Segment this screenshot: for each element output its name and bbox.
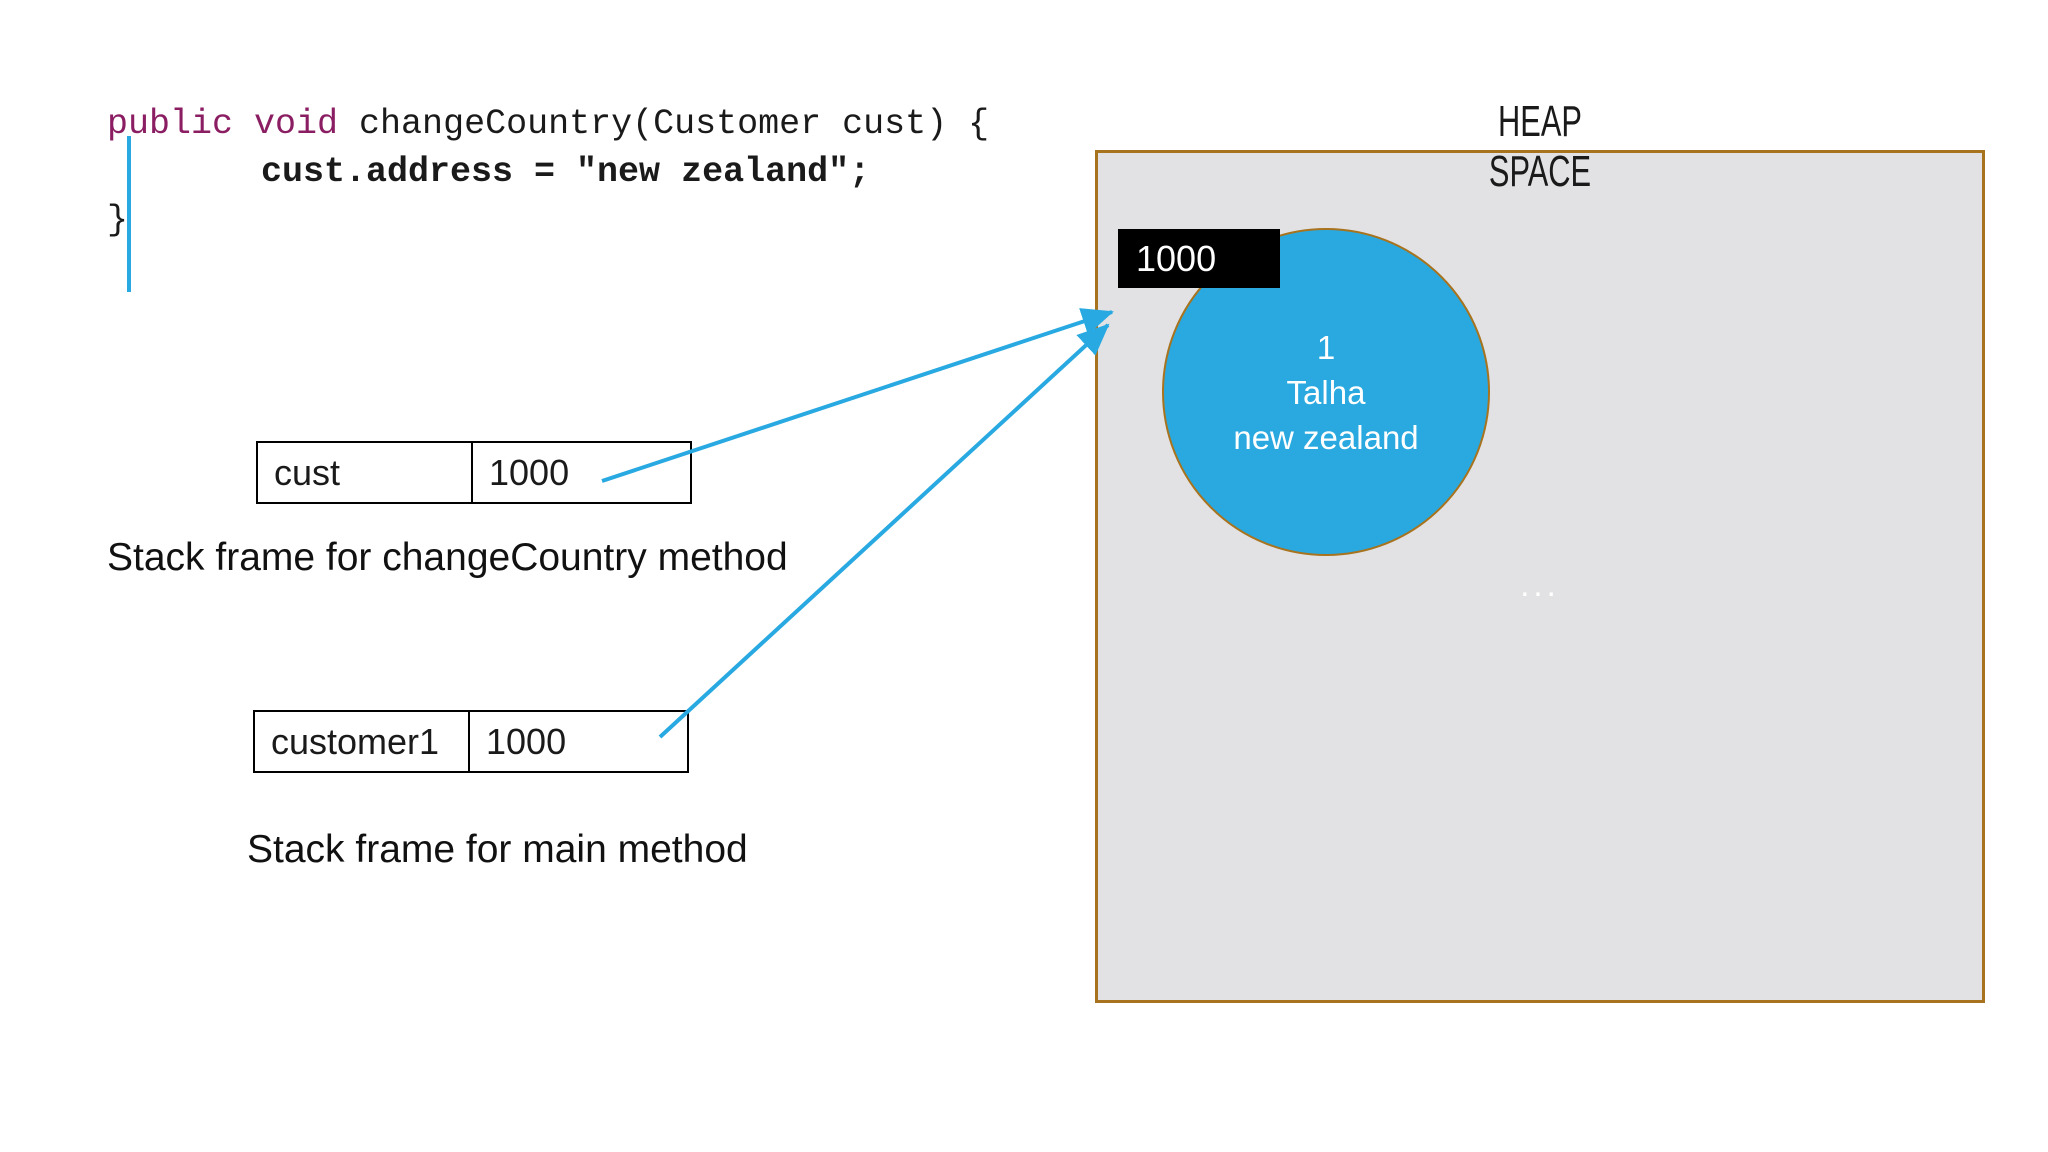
object-address: new zealand xyxy=(1233,418,1419,456)
code-line-body: cust.address = "new zealand"; xyxy=(261,152,871,192)
code-line-signature: public void changeCountry(Customer cust)… xyxy=(107,100,989,148)
stack-frame-changecountry-caption: Stack frame for changeCountry method xyxy=(107,536,788,579)
code-signature: changeCountry(Customer cust) { xyxy=(338,104,990,144)
stack-frame-changecountry: cust 1000 xyxy=(256,441,692,504)
code-line-closing-brace: } xyxy=(107,200,129,240)
heap-address-tag: 1000 xyxy=(1118,229,1280,288)
variable-name-cell: customer1 xyxy=(255,712,470,771)
arrow-customer1-to-heap xyxy=(658,323,1110,739)
heap-title-line2: SPACE xyxy=(1488,147,1592,196)
code-keyword: public void xyxy=(107,104,339,144)
object-id: 1 xyxy=(1316,328,1336,366)
code-indent-guide-line xyxy=(127,136,131,292)
stack-frame-main-caption: Stack frame for main method xyxy=(247,828,748,871)
variable-value-cell: 1000 xyxy=(486,720,567,762)
variable-value-cell: 1000 xyxy=(489,451,570,493)
variable-name-cell: cust xyxy=(258,443,473,502)
heap-space-title: HEAP SPACE xyxy=(1435,97,1645,197)
code-snippet: public void changeCountry(Customer cust)… xyxy=(107,100,989,244)
heap-ellipsis: ... xyxy=(1520,566,1560,603)
object-name: Talha xyxy=(1286,373,1366,411)
heap-title-line1: HEAP xyxy=(1498,97,1582,146)
stack-frame-main: customer1 1000 xyxy=(253,710,689,773)
